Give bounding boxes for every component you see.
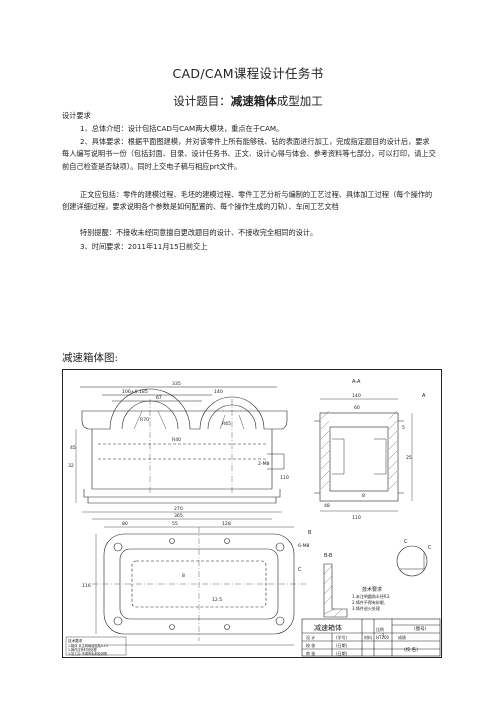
- title-block-sheet-ref: (图号): [414, 626, 427, 632]
- front-view: [75, 386, 288, 520]
- dim-top-m8: 6-M8: [298, 543, 310, 549]
- label-b: B: [308, 530, 312, 536]
- left-notes-title: 技术要求: [68, 638, 83, 643]
- dim-top-128: 128: [222, 521, 231, 527]
- figure-label: 减速箱体图:: [62, 352, 119, 364]
- dim-bore-spacing: 106±0.185: [122, 389, 148, 395]
- dim-r70: R70: [140, 417, 149, 423]
- dim-side-140: 140: [352, 393, 361, 399]
- requirement-overview: 1、总体介绍：设计包括CAD与CAM两大模块，重点在于CAM。: [80, 124, 284, 133]
- tech-note-1: 1.未注明圆角半径R3.: [352, 593, 390, 599]
- title-block-frame: [301, 618, 441, 657]
- label-c-left: C: [298, 567, 302, 573]
- dim-top-80: 80: [122, 521, 128, 527]
- gearbox-engineering-drawing: 335 106±0.185 67 140 R70 R65 R40 2-M8 32…: [62, 369, 442, 658]
- title-block-reviewer-label: 审 核: [306, 650, 315, 656]
- section-b-b-label: B-B: [324, 553, 333, 559]
- detail-c-label: C: [428, 545, 432, 551]
- title-block-material-label: 材料: [364, 634, 372, 640]
- time-requirement: 3、时间要求：2011年11月15日前交上: [80, 242, 208, 251]
- tech-notes-title: 技术要求: [362, 586, 382, 593]
- dim-365: 365: [174, 513, 183, 519]
- dim-side-25: 25: [406, 455, 412, 461]
- left-note-3: 3.加工后 不得有毛刺及锐角: [68, 651, 107, 656]
- tech-note-3: 3.铸件退火处理: [352, 605, 380, 611]
- requirement-content: 正文应包括：零件的建模过程、毛坯的建模过程、零件工艺分析与编制的工艺过程、具体加…: [62, 190, 433, 212]
- title-block-review-date: (日期): [336, 650, 348, 656]
- dim-67: 67: [156, 395, 162, 401]
- dim-side-110: 110: [352, 515, 361, 521]
- design-topic-name: 减速箱体: [230, 94, 277, 108]
- dim-overall-length: 335: [172, 381, 181, 387]
- special-note: 特别提醒：不接收未经同意擅自更改题目的设计、不接收完全相同的设计。: [80, 228, 318, 237]
- dim-top-12-5: 12.5: [212, 597, 222, 603]
- document-title: CAD/CAM课程设计任务书: [172, 66, 324, 81]
- design-topic-prefix: 设计题目：: [173, 94, 231, 108]
- detail-c: [396, 545, 428, 577]
- dim-side-60: 60: [354, 405, 360, 411]
- title-block-part-name: 减速箱体: [314, 623, 342, 632]
- left-note-2: 2.铸件应有时效处理: [68, 647, 97, 652]
- design-topic: 设计题目：减速箱体成型加工: [0, 93, 496, 109]
- dim-top-116: 116: [82, 583, 91, 589]
- title-block-grade: 成绩: [398, 634, 406, 640]
- title-block-designer-label: 设 计: [306, 634, 315, 640]
- label-c-detail: C: [404, 539, 408, 545]
- title-block-student-id: (学号): [336, 634, 348, 640]
- dim-side-8: 8: [362, 493, 365, 499]
- section-b-b: [323, 563, 348, 618]
- section-heading: 设计要求: [62, 111, 91, 120]
- dim-r40: R40: [172, 437, 181, 443]
- dim-m8: 2-M8: [258, 461, 270, 467]
- top-view: [92, 526, 306, 646]
- title-block-check-date: (日期): [336, 642, 348, 648]
- left-note-1: 1.箱体 未注明铸造圆角R3-5: [68, 643, 108, 648]
- requirement-details: 2、具体要求：根据平面图建模，并对该零件上所有能够铣、钻的表面进行加工，完成指定…: [62, 137, 436, 171]
- dim-side-5: 5: [402, 425, 405, 431]
- label-a: A: [422, 393, 426, 399]
- title-block-checker-label: 校 核: [306, 642, 315, 648]
- title-block-school: (校 名): [404, 646, 418, 653]
- dim-270: 270: [174, 506, 183, 512]
- side-view: [314, 398, 413, 512]
- dim-r65: R65: [222, 421, 231, 427]
- dim-32: 32: [68, 463, 74, 469]
- dim-140: 140: [214, 389, 223, 395]
- dim-top-55: 55: [172, 521, 178, 527]
- title-block-material: HT200: [376, 635, 390, 640]
- dim-110: 110: [280, 475, 289, 481]
- design-topic-suffix: 成型加工: [276, 94, 323, 108]
- dim-45: 45: [70, 445, 76, 451]
- title-block-scale-label: 比例: [376, 626, 384, 632]
- dim-side-48: 48: [324, 503, 330, 509]
- dim-top-8: 8: [182, 573, 185, 579]
- label-a-a: A-A: [352, 379, 361, 385]
- title-block-scale-value: 1: [382, 633, 385, 638]
- tech-note-2: 2.铸件不得有砂眼、: [352, 599, 388, 605]
